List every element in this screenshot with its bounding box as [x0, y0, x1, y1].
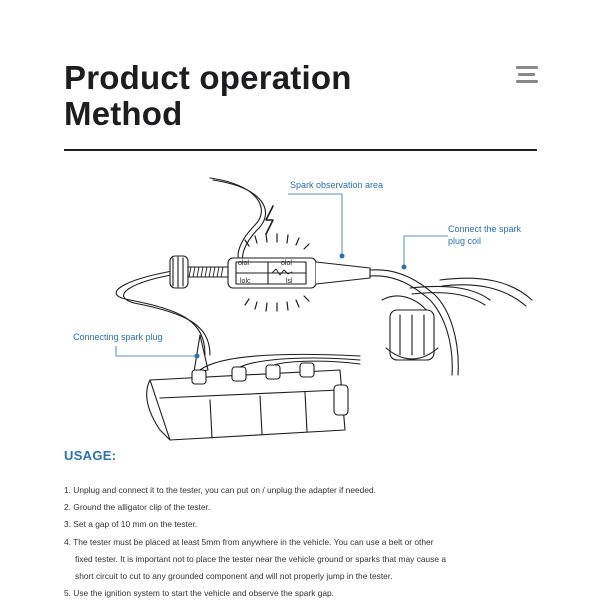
- usage-step: 3. Set a gap of 10 mm on the tester.: [64, 519, 198, 530]
- page-title-line-1: Product operation: [64, 59, 352, 96]
- hamburger-menu-icon[interactable]: [516, 66, 538, 84]
- coil-label-line-1: Connect the spark: [448, 224, 522, 234]
- tester-marking-top-left: olol: [238, 260, 249, 267]
- tester-marking-bottom-right: lsl: [286, 278, 293, 285]
- tester-marking-top-right: olol: [281, 260, 292, 267]
- coil-label-line-2: plug coil: [448, 236, 482, 246]
- usage-heading: USAGE:: [64, 448, 117, 463]
- usage-step: 5. Use the ignition system to start the …: [64, 588, 335, 599]
- usage-step: 4. The tester must be placed at least 5m…: [64, 536, 447, 582]
- page-title: Product operation Method: [64, 60, 352, 132]
- spark-plug-label: Connecting spark plug: [73, 332, 163, 342]
- spark-tester-diagram: olol olol lolc lsl Spark observation are…: [60, 170, 540, 450]
- spark-observation-label: Spark observation area: [290, 180, 384, 190]
- page-title-line-2: Method: [64, 95, 183, 132]
- tester-marking-bottom-left: lolc: [240, 278, 251, 285]
- usage-steps-list: 1. Unplug and connect it to the tester, …: [64, 482, 544, 602]
- spark-tester-illustration: [115, 177, 533, 441]
- usage-step: 2. Ground the alligator clip of the test…: [64, 502, 211, 513]
- usage-step: 1. Unplug and connect it to the tester, …: [64, 485, 376, 495]
- title-divider: [64, 149, 537, 151]
